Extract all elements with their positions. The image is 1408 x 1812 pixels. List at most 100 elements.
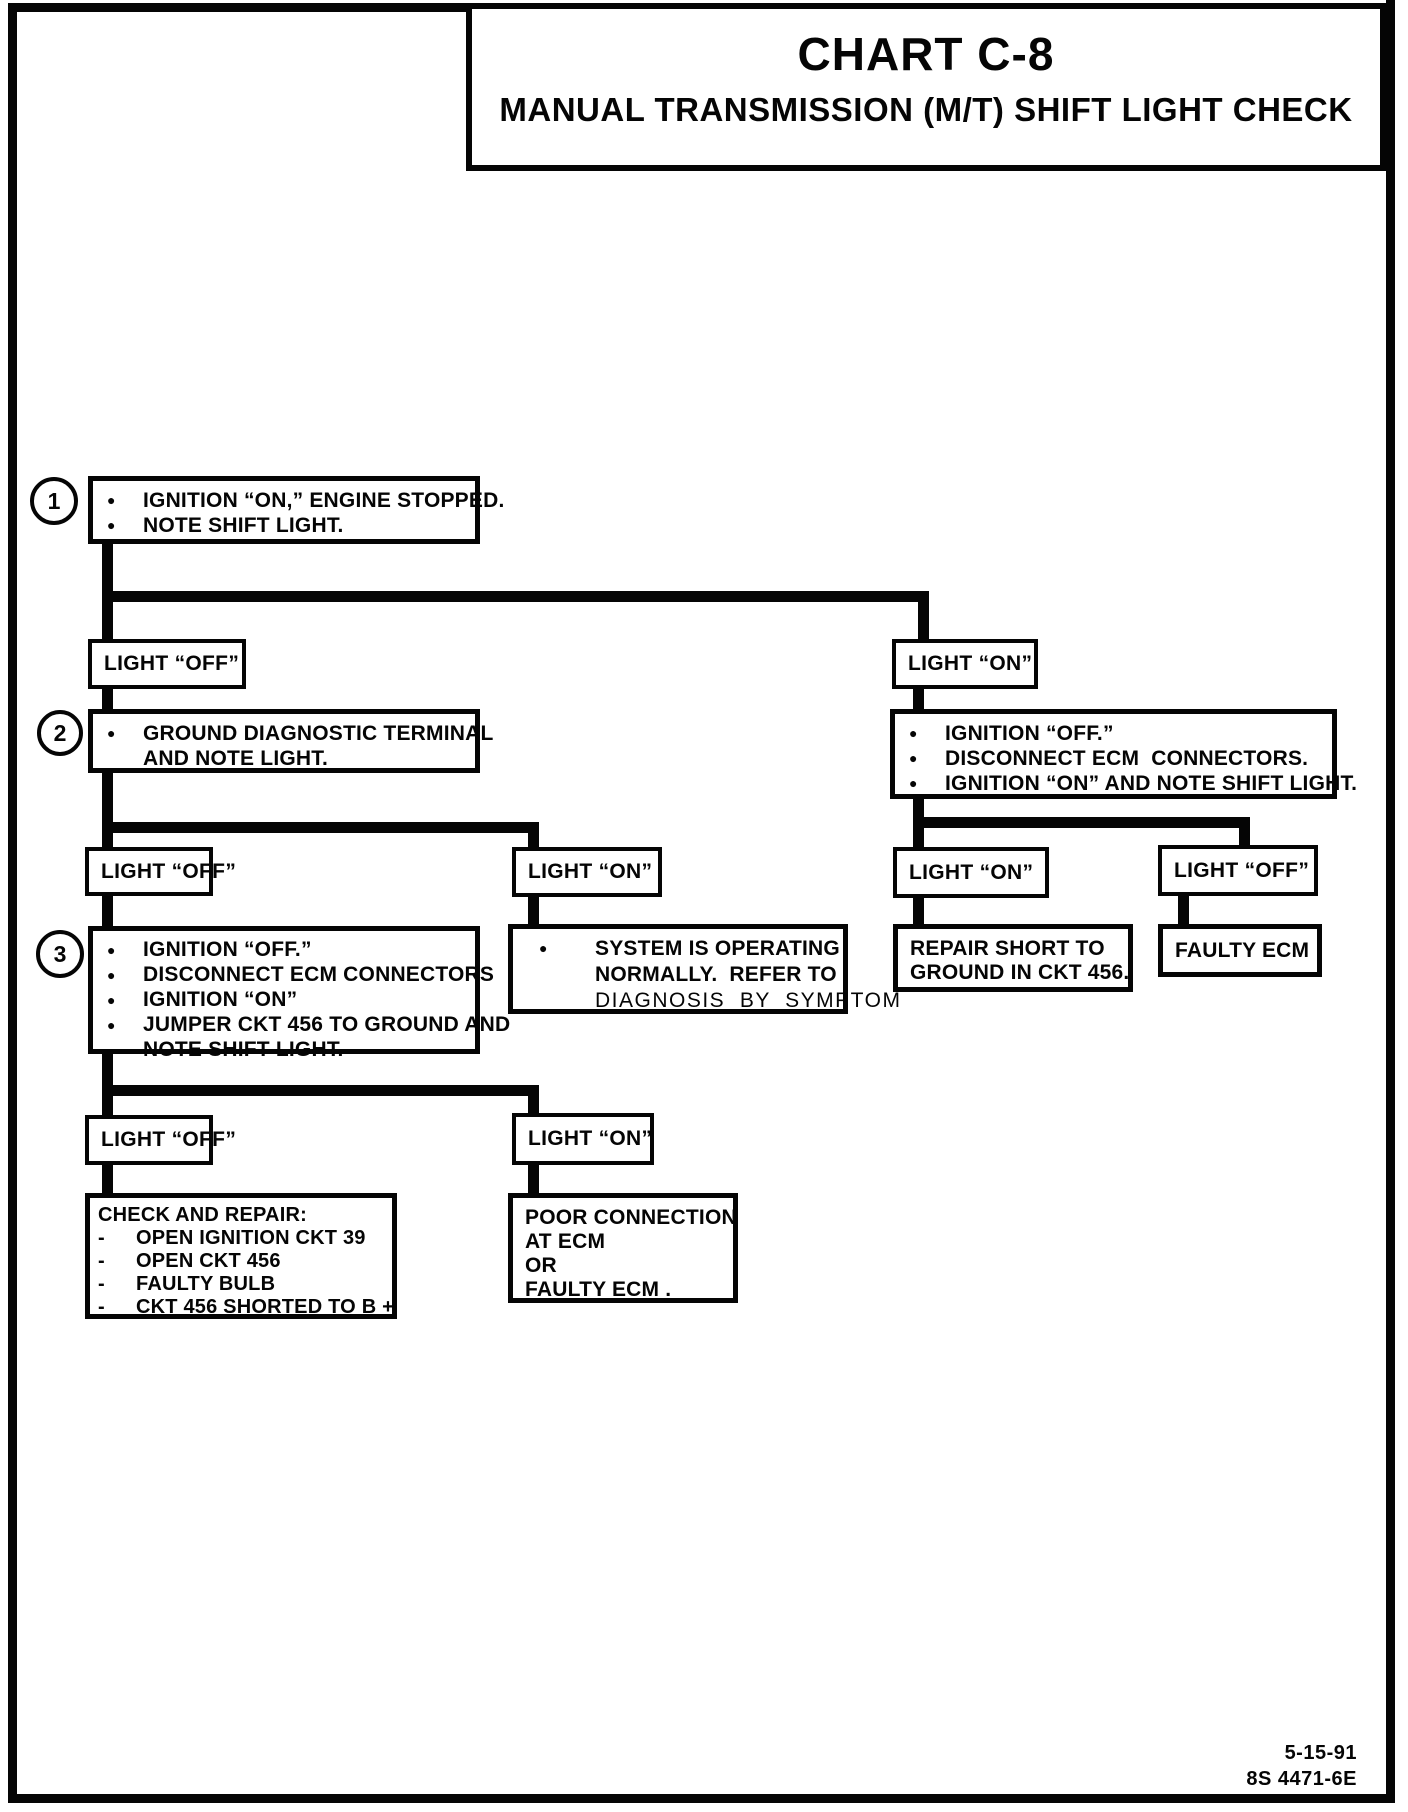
action-line: ● IGNITION “OFF.” (107, 938, 469, 963)
page-border-bottom (8, 1794, 1395, 1803)
connector-line (528, 1163, 539, 1195)
result-text: GROUND IN CKT 456. (910, 961, 1130, 984)
action-line: ● GROUND DIAGNOSTIC TERMINAL (107, 721, 493, 746)
repair-line: - OPEN CKT 456 (98, 1250, 388, 1273)
decision-label: LIGHT “OFF” (104, 652, 240, 675)
action-text: IGNITION “OFF.” (143, 938, 312, 961)
action-line: ● NOTE SHIFT LIGHT. (107, 513, 469, 538)
action-text: AND NOTE LIGHT. (143, 747, 328, 770)
repair-text: FAULTY BULB (136, 1273, 276, 1295)
repair-text: CHECK AND REPAIR: (98, 1204, 307, 1226)
result-line: FAULTY ECM . (525, 1278, 727, 1302)
dash-marker: - (98, 1227, 105, 1249)
result-text: SYSTEM IS OPERATING (595, 937, 840, 960)
result-line: AT ECM (525, 1230, 727, 1254)
connector-line (102, 540, 113, 641)
decision-label: LIGHT “OFF” (1174, 858, 1310, 882)
repair-text: OPEN IGNITION CKT 39 (136, 1227, 366, 1249)
repair-line: CHECK AND REPAIR: (98, 1204, 388, 1227)
connector-line (102, 687, 113, 712)
decision-light-on-2: LIGHT “ON” (512, 847, 662, 897)
bullet-marker: ● (107, 942, 116, 958)
action-line: AND NOTE LIGHT. (107, 746, 469, 771)
connector-line (1239, 817, 1250, 849)
result-line: FAULTY ECM (1175, 939, 1309, 963)
chart-subtitle: MANUAL TRANSMISSION (M/T) SHIFT LIGHT CH… (499, 91, 1353, 128)
decision-label: LIGHT “ON” (908, 652, 1033, 675)
footer-doc-code: 8S 4471-6E (1246, 1768, 1357, 1790)
connector-line (102, 1163, 113, 1195)
result-text: POOR CONNECTION (525, 1206, 737, 1229)
decision-light-on-1: LIGHT “ON” (892, 639, 1038, 689)
step-number-label: 2 (53, 719, 67, 746)
action-text: DISCONNECT ECM CONNECTORS (143, 963, 495, 986)
page-border-left (8, 3, 17, 1803)
action-text: IGNITION “OFF.” (945, 722, 1114, 745)
dash-marker: - (98, 1250, 105, 1272)
result-text: AT ECM (525, 1230, 606, 1253)
action-line: ● DISCONNECT ECM CONNECTORS. (909, 746, 1326, 771)
result-text: REPAIR SHORT TO (910, 937, 1105, 960)
step-number-label: 1 (47, 487, 61, 514)
step-number-3: 3 (36, 930, 84, 978)
step3-action-box: ● IGNITION “OFF.” ● DISCONNECT ECM CONNE… (88, 926, 510, 1061)
decision-light-on-3: LIGHT “ON” (512, 1113, 654, 1165)
action-line: ● JUMPER CKT 456 TO GROUND AND (107, 1013, 510, 1038)
connector-line (102, 771, 113, 849)
dash-marker: - (98, 1273, 105, 1295)
action-text: NOTE SHIFT LIGHT. (143, 1038, 344, 1061)
decision-label: LIGHT “ON” (528, 1127, 653, 1150)
step-number-2: 2 (37, 710, 83, 756)
decision-light-off-3: LIGHT “OFF” (85, 1115, 236, 1165)
bullet-marker: ● (107, 492, 116, 508)
action-text: GROUND DIAGNOSTIC TERMINAL (143, 722, 494, 745)
result-text: DIAGNOSIS BY SYMPTOM (595, 989, 902, 1012)
repair-line: - CKT 456 SHORTED TO B + (98, 1296, 394, 1319)
action-line: ● IGNITION “ON” AND NOTE SHIFT LIGHT. (909, 771, 1357, 796)
bullet-marker: ● (909, 750, 918, 766)
bullet-marker: ● (107, 992, 116, 1008)
bullet-marker: ● (107, 1017, 116, 1033)
repair-text: OPEN CKT 456 (136, 1250, 281, 1272)
bullet-marker: ● (909, 725, 918, 741)
bullet-marker: ● (107, 725, 116, 741)
repair-short-box: REPAIR SHORT TO GROUND IN CKT 456. (893, 924, 1133, 992)
connector-line (528, 895, 539, 926)
step2-action-box: ● GROUND DIAGNOSTIC TERMINAL AND NOTE LI… (88, 709, 493, 773)
action-text: IGNITION “ON” AND NOTE SHIFT LIGHT. (945, 772, 1358, 795)
connector-line (913, 896, 924, 926)
action-line: NOTE SHIFT LIGHT. (107, 1038, 469, 1062)
decision-light-off-1: LIGHT “OFF” (88, 639, 246, 689)
page-border-right (1386, 0, 1395, 1803)
connector-line (102, 1085, 539, 1096)
connector-line (102, 591, 929, 602)
faulty-ecm-box: FAULTY ECM (1158, 924, 1322, 977)
decision-light-on-r: LIGHT “ON” (893, 847, 1049, 898)
connector-line (528, 822, 539, 849)
poor-connection-box: POOR CONNECTION AT ECM OR FAULTY ECM . (508, 1193, 738, 1303)
title-box: CHART C-8 MANUAL TRANSMISSION (M/T) SHIF… (466, 3, 1386, 171)
step-number-label: 3 (53, 940, 67, 967)
step-number-1: 1 (30, 477, 78, 525)
dash-marker: - (98, 1296, 105, 1318)
result-line: REPAIR SHORT TO (910, 937, 1122, 961)
decision-label: LIGHT “OFF” (101, 859, 237, 883)
repair-line: - OPEN IGNITION CKT 39 (98, 1227, 388, 1250)
action-text: IGNITION “ON” (143, 988, 298, 1011)
bullet-marker: ● (909, 775, 918, 791)
result-line: POOR CONNECTION (525, 1206, 737, 1230)
result-line: OR (525, 1254, 727, 1278)
decision-light-off-r: LIGHT “OFF” (1158, 845, 1318, 896)
action-line: ● IGNITION “ON” (107, 988, 469, 1013)
result-line: DIAGNOSIS BY SYMPTOM (539, 988, 900, 1014)
decision-light-off-2: LIGHT “OFF” (85, 847, 236, 896)
connector-line (1178, 894, 1189, 926)
connector-line (913, 687, 924, 711)
result-line: ● SYSTEM IS OPERATING (539, 936, 840, 962)
connector-line (918, 591, 929, 641)
chart-title: CHART C-8 (797, 28, 1055, 80)
action-text: IGNITION “ON,” ENGINE STOPPED. (143, 489, 505, 512)
ecm-check-action-box: ● IGNITION “OFF.” ● DISCONNECT ECM CONNE… (890, 709, 1357, 799)
decision-label: LIGHT “ON” (909, 860, 1034, 884)
